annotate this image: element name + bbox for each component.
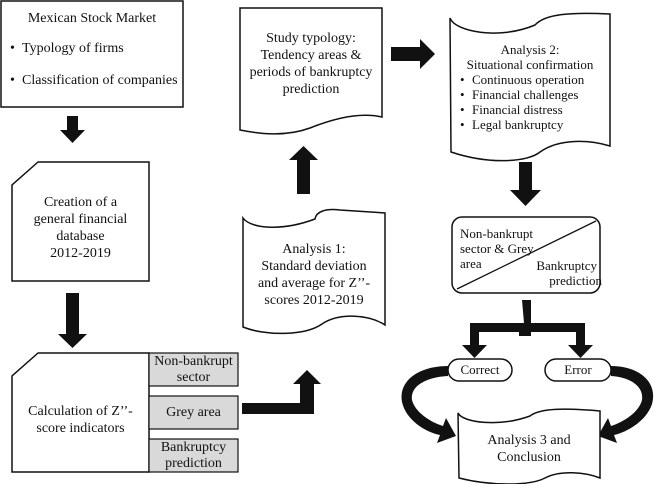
analysis3-line: Analysis 3 and <box>487 433 571 448</box>
correct-label: Correct <box>460 362 500 377</box>
stock-market-bullets: Typology of firms Classification of comp… <box>8 40 183 89</box>
split-left-line: area <box>460 256 482 271</box>
analysis2-bullet: Legal bankruptcy <box>458 117 608 132</box>
category-line: prediction <box>165 455 222 471</box>
database-box <box>11 161 150 282</box>
analysis1-line: Standard deviation <box>261 259 367 274</box>
branch-arrows <box>462 300 593 358</box>
analysis2-bullet: Financial distress <box>458 102 608 117</box>
split-right-line: prediction <box>549 273 602 288</box>
database-line: Creation of a <box>43 195 118 210</box>
category-line: Non-bankrupt <box>154 353 233 369</box>
category-box-bankruptcy <box>148 438 239 473</box>
arrow-up-1 <box>289 146 318 194</box>
arrow-down-2 <box>58 293 87 348</box>
database-line: database <box>56 229 105 244</box>
calculation-box <box>11 352 150 473</box>
stock-market-bullet: Typology of firms <box>8 40 183 57</box>
analysis1-text: Analysis 1: Standard deviation and avera… <box>243 241 385 309</box>
analysis2-bullet: Continuous operation <box>458 72 608 87</box>
analysis1-scroll <box>242 208 386 335</box>
calculation-line: Calculation of Z’’- <box>28 404 133 419</box>
curved-arrow-right <box>598 366 654 443</box>
database-text: Creation of a general financial database… <box>12 194 149 262</box>
analysis2-title: Analysis 2: <box>500 42 560 57</box>
database-line: 2012-2019 <box>50 246 111 261</box>
study-typology-line: Study typology: <box>266 31 356 46</box>
category-line: Grey area <box>166 404 221 420</box>
curved-arrow-left <box>401 366 456 443</box>
study-typology-text: Study typology: Tendency areas & periods… <box>240 30 382 98</box>
split-right-line: Bankruptcy <box>536 258 597 273</box>
analysis1-line: Analysis 1: <box>282 242 346 257</box>
calculation-text: Calculation of Z’’- score indicators <box>12 403 149 437</box>
category-box-grey-area <box>148 395 239 430</box>
arrow-down-3 <box>510 162 541 206</box>
calculation-line: score indicators <box>36 421 125 436</box>
analysis3-text: Analysis 3 and Conclusion <box>458 432 600 466</box>
analysis1-line: scores 2012-2019 <box>264 293 364 308</box>
elbow-arrow-up <box>242 370 321 414</box>
split-box-right-text: Bankruptcy prediction <box>525 258 605 288</box>
study-typology-line: Tendency areas & <box>260 48 362 63</box>
arrow-down-1 <box>60 116 85 143</box>
analysis2-bullets: Continuous operation Financial challenge… <box>458 72 608 132</box>
analysis3-line: Conclusion <box>497 450 561 465</box>
study-typology-line: prediction <box>282 82 340 97</box>
split-left-line: Non-bankrupt <box>460 226 533 241</box>
error-label: Error <box>564 362 592 377</box>
stock-market-bullet: Classification of companies <box>8 72 183 89</box>
analysis2-subtitle: Situational confirmation <box>466 57 594 72</box>
arrow-right-1 <box>391 39 435 69</box>
category-label-non-bankrupt: Non-bankrupt sector <box>149 353 238 386</box>
analysis2-bullet: Financial challenges <box>458 87 608 102</box>
category-label-bankruptcy: Bankruptcy prediction <box>149 439 238 472</box>
study-typology-document <box>239 7 383 135</box>
study-typology-line: periods of bankruptcy <box>249 65 373 80</box>
database-line: general financial <box>33 212 128 227</box>
analysis1-line: and average for Z’’- <box>257 276 371 291</box>
split-left-line: sector & Grey <box>460 241 534 256</box>
category-line: Bankruptcy <box>160 439 227 455</box>
category-label-grey-area: Grey area <box>149 396 238 429</box>
stock-market-title: Mexican Stock Market <box>27 11 157 26</box>
category-box-non-bankrupt <box>148 352 239 387</box>
category-line: sector <box>176 369 211 385</box>
split-box-left-text: Non-bankrupt sector & Grey area <box>460 226 550 271</box>
split-box-diagonal <box>456 220 597 290</box>
